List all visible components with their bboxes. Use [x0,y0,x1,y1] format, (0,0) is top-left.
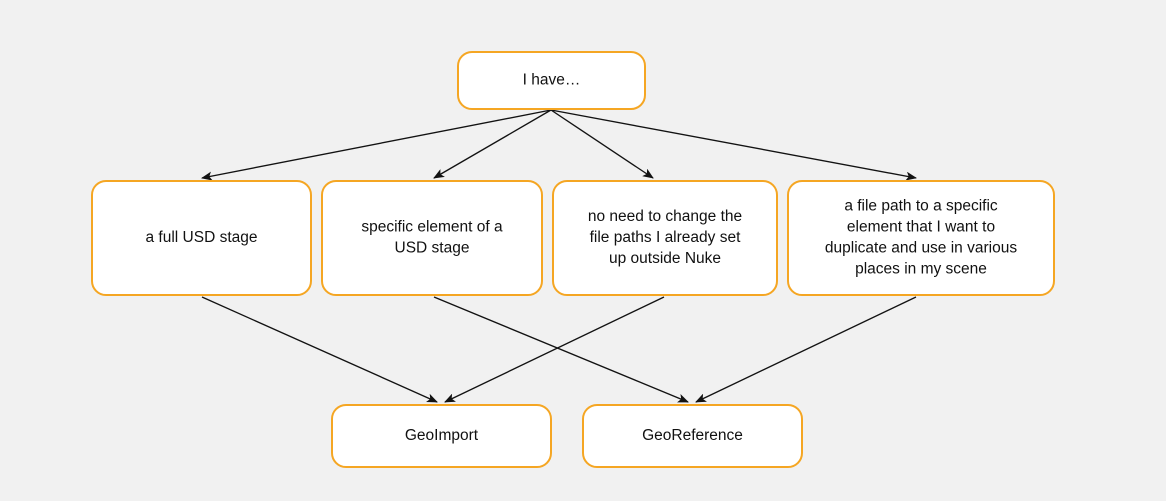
node-full-usd-stage[interactable]: a full USD stage [91,180,312,296]
edges-layer [201,109,917,403]
node-geoimport-label-line: GeoImport [405,427,479,444]
node-georeference[interactable]: GeoReference [582,404,803,468]
node-georeference-label-line: GeoReference [642,427,743,444]
node-geoimport[interactable]: GeoImport [331,404,552,468]
node-no-need-change-paths[interactable]: no need to change the file paths I alread… [552,180,778,296]
node-i-have-label-line: I have… [523,72,581,89]
node-full-usd-stage-box[interactable] [91,180,312,296]
node-specific-element-label: specific element of a USD stage [361,219,503,257]
node-specific-element[interactable]: specific element of a USD stage [321,180,543,296]
edge-no-need-change-to-geoimport [444,296,665,403]
node-file-path-specific-element[interactable]: a file path to a specific element that I … [787,180,1055,296]
node-georeference-box[interactable] [582,404,803,468]
node-specific-element-label-line: specific element of a [361,219,503,236]
edge-file-path-specific-to-georeference [695,296,917,403]
node-specific-element-label-line: USD stage [395,240,470,257]
node-full-usd-stage-label: a full USD stage [146,229,258,246]
node-geoimport-label: GeoImport [405,427,479,444]
node-specific-element-box[interactable] [321,180,543,296]
edge-i-have-to-no-need-change [550,109,654,179]
node-no-need-change-paths-label: no need to change the file paths I alread… [588,208,742,267]
node-i-have[interactable]: I have… [457,51,646,110]
node-geoimport-box[interactable] [331,404,552,468]
node-no-need-change-paths-label-line: file paths I already set [590,229,741,246]
node-no-need-change-paths-label-line: no need to change the [588,208,742,225]
node-file-path-specific-element-box[interactable] [787,180,1055,296]
node-i-have-box[interactable] [457,51,646,110]
edge-i-have-to-file-path-specific [550,109,917,181]
node-georeference-label: GeoReference [642,427,743,444]
node-file-path-specific-element-label-line: element that I want to [847,219,995,236]
edge-i-have-to-specific-element [433,109,552,179]
node-no-need-change-paths-label-line: up outside Nuke [609,250,721,267]
node-i-have-label: I have… [523,72,581,89]
node-no-need-change-paths-box[interactable] [552,180,778,296]
node-file-path-specific-element-label-line: a file path to a specific [844,198,998,215]
node-full-usd-stage-label-line: a full USD stage [146,229,258,246]
edge-full-usd-stage-to-geoimport [201,296,438,403]
edge-specific-element-to-georeference [433,296,689,403]
node-file-path-specific-element-label: a file path to a specific element that I … [825,198,1017,278]
node-file-path-specific-element-label-line: duplicate and use in various [825,240,1017,257]
node-file-path-specific-element-label-line: places in my scene [855,261,987,278]
edge-i-have-to-full-usd-stage [201,109,552,181]
nodes-layer: I have… a full USD stage specific element … [91,51,1055,468]
